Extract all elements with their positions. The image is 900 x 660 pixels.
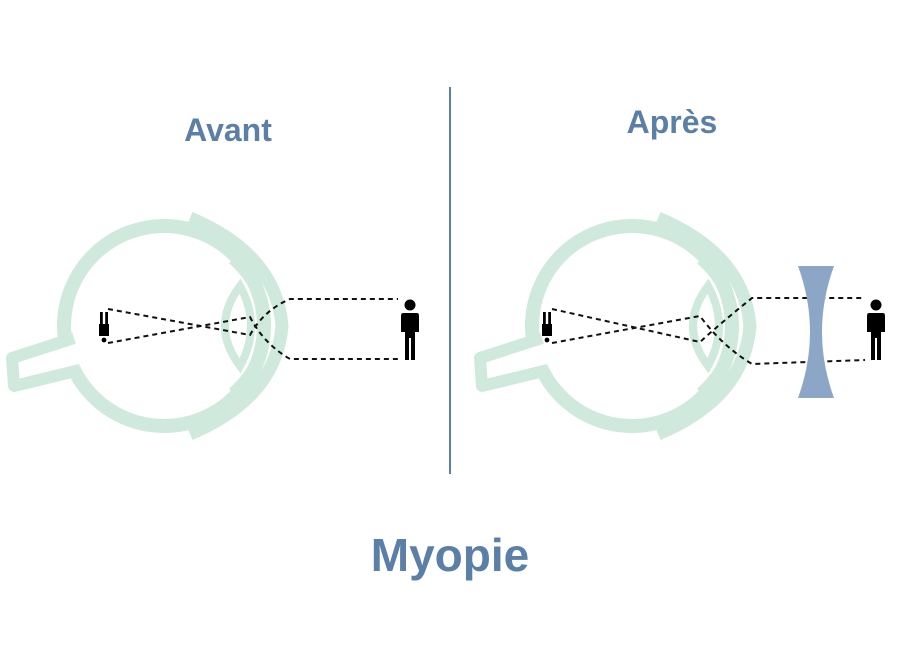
light-rays-before xyxy=(107,298,398,360)
light-rays-after xyxy=(551,297,866,366)
after-label: Après xyxy=(626,104,718,140)
eye-before xyxy=(12,218,282,434)
image-before-icon xyxy=(99,312,109,343)
person-after-icon xyxy=(867,299,885,360)
person-before-icon xyxy=(401,299,419,360)
before-label: Avant xyxy=(184,112,272,148)
diagram-title: Myopie xyxy=(370,529,530,581)
concave-lens-icon xyxy=(798,266,834,398)
image-after-icon xyxy=(542,312,552,343)
eye-after xyxy=(480,218,750,434)
